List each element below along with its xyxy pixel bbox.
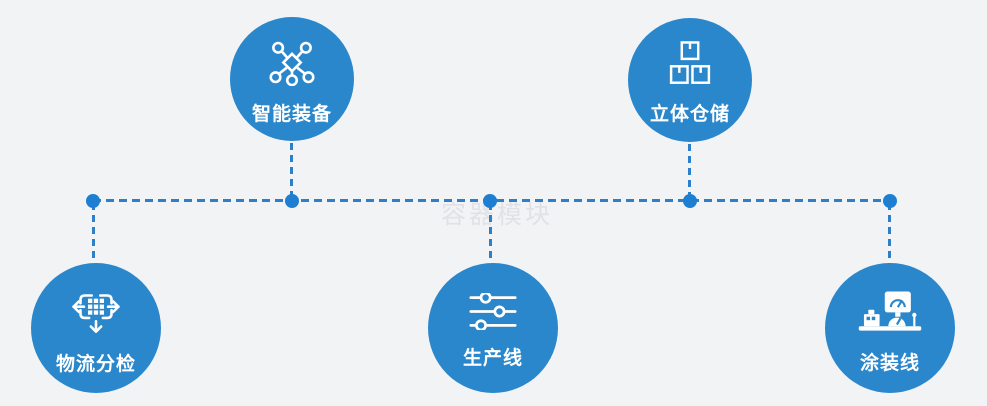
stacked-boxes-icon xyxy=(667,40,713,86)
node-painting-line: 涂装线 xyxy=(825,263,955,393)
watermark-text: 容器模块 xyxy=(441,201,554,229)
node-smart-equipment: 智能装备 xyxy=(230,17,354,141)
junction-dot-smart-equipment xyxy=(285,194,299,208)
connector-warehouse xyxy=(688,144,691,199)
node-label: 涂装线 xyxy=(859,352,920,374)
junction-dot-right xyxy=(883,194,897,208)
node-warehouse: 立体仓储 xyxy=(628,18,752,142)
sliders-icon xyxy=(469,291,517,331)
junction-dot-left xyxy=(86,194,100,208)
node-label: 立体仓储 xyxy=(649,104,730,125)
node-label: 智能装备 xyxy=(251,103,332,125)
connector-painting-line xyxy=(888,203,891,265)
network-nodes-icon xyxy=(266,39,318,86)
connector-logistics-sorting xyxy=(92,203,95,263)
junction-dot-warehouse xyxy=(683,194,697,208)
node-label: 物流分检 xyxy=(55,354,136,375)
console-machine-icon xyxy=(857,288,923,335)
connector-smart-equipment xyxy=(290,143,293,199)
connector-production-line xyxy=(489,203,492,263)
sort-distribute-icon xyxy=(70,286,122,336)
junction-dot-production-line xyxy=(483,194,497,208)
node-label: 生产线 xyxy=(462,347,523,369)
node-production-line: 生产线 xyxy=(428,263,558,393)
node-logistics-sorting: 物流分检 xyxy=(31,263,161,393)
